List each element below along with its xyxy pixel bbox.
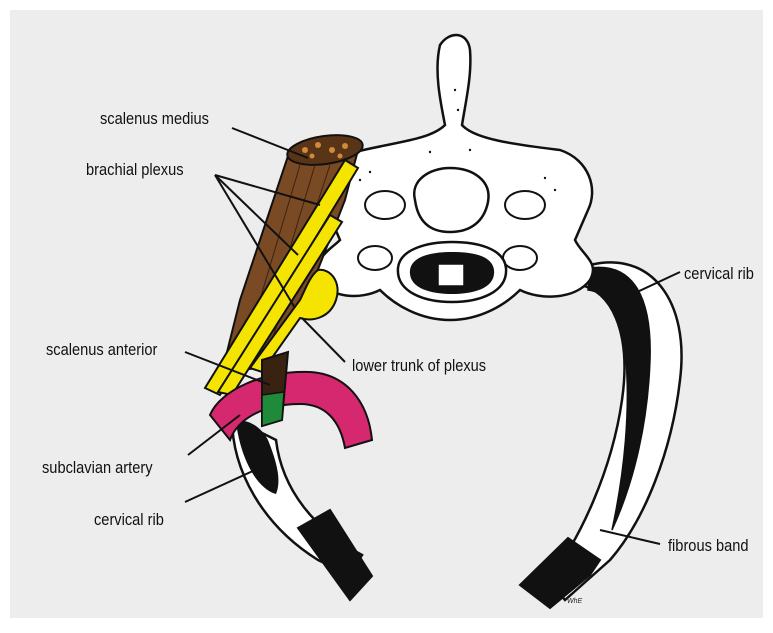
label-lower-trunk: lower trunk of plexus (352, 356, 486, 376)
right-cervical-rib (520, 262, 682, 608)
label-scalenus-medius: scalenus medius (100, 109, 209, 129)
artist-signature: WhE (567, 598, 582, 605)
label-cervical-rib-right: cervical rib (684, 264, 754, 284)
label-cervical-rib-left: cervical rib (94, 510, 164, 530)
label-brachial-plexus: brachial plexus (86, 160, 184, 180)
label-fibrous-band: fibrous band (668, 536, 748, 556)
scalenus-anterior-muscle (262, 352, 288, 426)
label-subclavian-artery: subclavian artery (42, 458, 153, 478)
label-scalenus-anterior: scalenus anterior (46, 340, 157, 360)
cervical-vertebra (317, 35, 593, 320)
